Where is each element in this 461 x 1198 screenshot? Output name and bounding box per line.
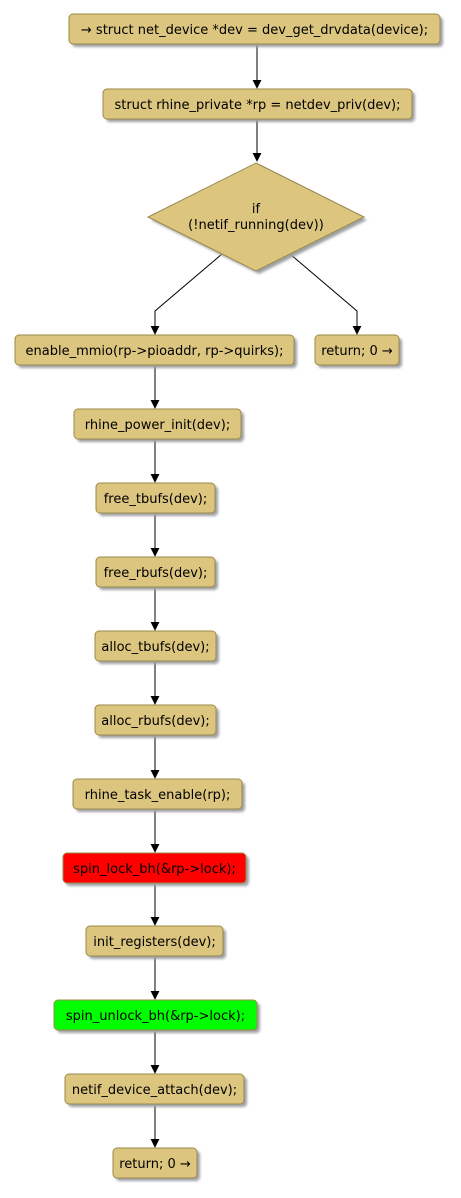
- node-box: [102, 88, 413, 120]
- node-alloc-tbufs: alloc_tbufs(dev);: [94, 630, 219, 664]
- node-label: return; 0 →: [321, 344, 393, 359]
- node-label: rhine_task_enable(rp);: [85, 788, 231, 803]
- node-spin-unlock-bh: spin_unlock_bh(&rp->lock);: [53, 999, 260, 1033]
- node-box: [112, 1147, 198, 1179]
- node-box: [68, 13, 441, 45]
- node-box: [73, 408, 242, 440]
- node-alloc-rbufs: alloc_rbufs(dev);: [94, 704, 219, 738]
- node-spin-lock-bh: spin_lock_bh(&rp->lock);: [62, 852, 249, 886]
- node-box: [95, 482, 216, 514]
- edge-if-to-return-early: [289, 253, 362, 335]
- node-box: [53, 999, 258, 1031]
- node-label: → struct net_device *dev = dev_get_drvda…: [81, 23, 428, 38]
- node-rhine-power-init: rhine_power_init(dev);: [73, 408, 244, 442]
- node-label: netif_device_attach(dev);: [72, 1083, 237, 1098]
- decision-diamond: [146, 162, 366, 272]
- node-label: return; 0 →: [119, 1157, 191, 1172]
- node-free-rbufs: free_rbufs(dev);: [95, 556, 218, 590]
- node-free-tbufs: free_tbufs(dev);: [95, 482, 218, 516]
- node-return-early: return; 0 →: [314, 334, 402, 368]
- node-return-final: return; 0 →: [112, 1147, 200, 1181]
- decision-keyword: if: [252, 202, 261, 217]
- edge-if-to-enable-mmio: [150, 253, 223, 335]
- node-init-registers: init_registers(dev);: [85, 925, 226, 959]
- node-enable-mmio: enable_mmio(rp->pioaddr, rp->quirks);: [14, 334, 297, 368]
- node-label: rhine_power_init(dev);: [85, 418, 230, 433]
- node-label: free_rbufs(dev);: [104, 566, 208, 581]
- node-label: spin_lock_bh(&rp->lock);: [73, 862, 236, 877]
- node-label: alloc_tbufs(dev);: [101, 640, 209, 655]
- node-box: [72, 778, 243, 810]
- node-label: init_registers(dev);: [93, 935, 215, 950]
- edges: [150, 45, 362, 1148]
- decision-condition: (!netif_running(dev)): [188, 218, 324, 233]
- node-label: spin_unlock_bh(&rp->lock);: [66, 1009, 245, 1024]
- node-if-decision: if (!netif_running(dev)): [146, 162, 367, 274]
- node-netdev-priv: struct rhine_private *rp = netdev_priv(d…: [102, 88, 415, 122]
- node-netif-device-attach: netif_device_attach(dev);: [64, 1073, 247, 1107]
- node-box: [94, 630, 217, 662]
- node-box: [94, 704, 217, 736]
- node-get-drvdata: → struct net_device *dev = dev_get_drvda…: [68, 13, 443, 47]
- node-box: [314, 334, 400, 366]
- node-rhine-task-enable: rhine_task_enable(rp);: [72, 778, 245, 812]
- node-label: free_tbufs(dev);: [104, 492, 208, 507]
- node-box: [62, 852, 247, 884]
- node-label: enable_mmio(rp->pioaddr, rp->quirks);: [26, 344, 284, 359]
- node-box: [64, 1073, 245, 1105]
- node-box: [85, 925, 224, 957]
- node-box: [14, 334, 295, 366]
- node-box: [95, 556, 216, 588]
- node-label: struct rhine_private *rp = netdev_priv(d…: [114, 98, 400, 113]
- node-label: alloc_rbufs(dev);: [101, 714, 209, 729]
